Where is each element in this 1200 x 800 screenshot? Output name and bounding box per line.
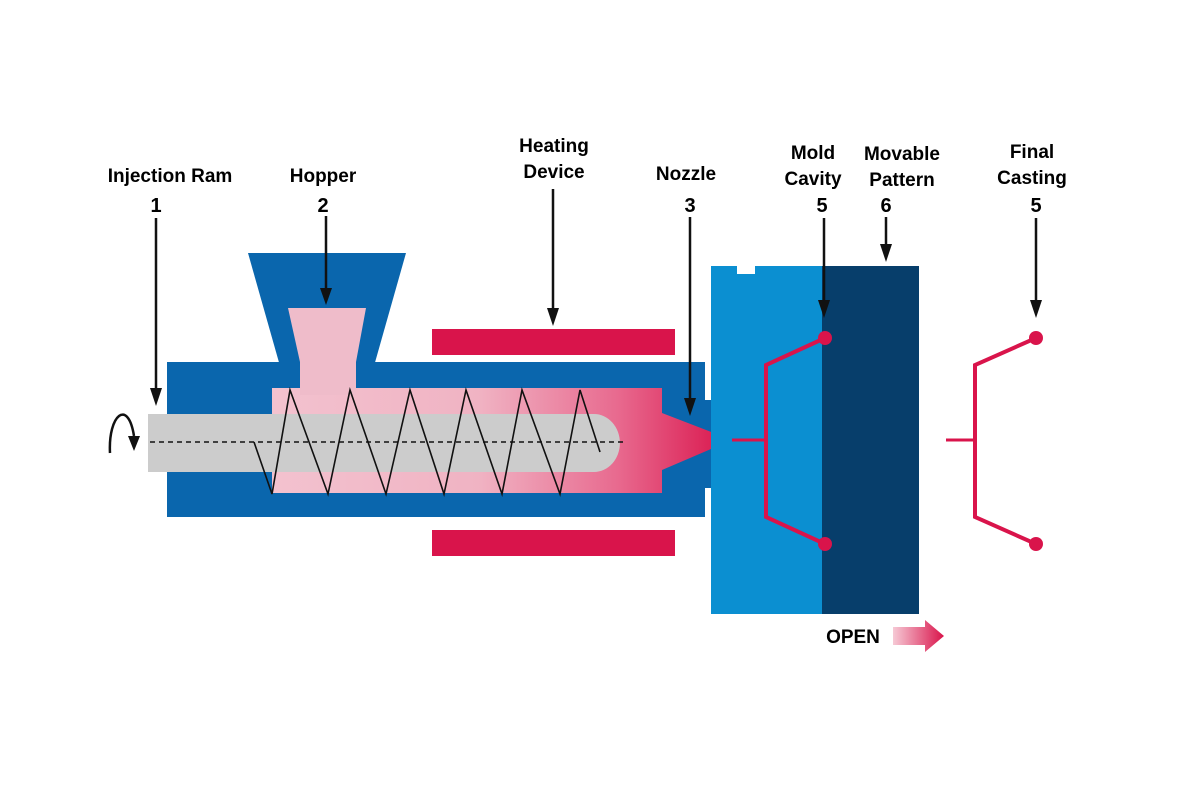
number-final-casting: 5	[1030, 195, 1041, 217]
number-hopper: 2	[317, 195, 328, 217]
number-mold-cavity: 5	[816, 195, 827, 217]
number-injection-ram: 1	[150, 195, 161, 217]
screw-flight	[253, 386, 601, 498]
pointer-arrows	[150, 189, 1042, 416]
label-mold-cavity-line2: Cavity	[784, 169, 841, 190]
label-final-line2: Casting	[997, 168, 1067, 189]
mold-fixed-half	[711, 266, 829, 614]
label-movable-line1: Movable	[864, 144, 940, 165]
label-heating-line2: Device	[523, 162, 584, 183]
label-mold-cavity-line1: Mold	[791, 143, 835, 164]
number-movable-pattern: 6	[880, 195, 891, 217]
open-label: OPEN	[826, 627, 880, 648]
heater-band-top	[432, 329, 675, 355]
open-arrow-icon	[893, 620, 944, 652]
label-final-line1: Final	[1010, 142, 1054, 163]
label-nozzle: Nozzle	[656, 164, 716, 185]
label-movable-line2: Pattern	[869, 170, 934, 191]
rotation-arrow-icon	[108, 413, 136, 454]
heater-band-bottom	[432, 530, 675, 556]
label-hopper: Hopper	[290, 166, 357, 187]
number-nozzle: 3	[684, 195, 695, 217]
pellets	[288, 308, 366, 395]
mold-movable-half	[822, 266, 919, 614]
final-casting-part	[973, 336, 1037, 546]
injection-ram-rod	[148, 414, 620, 472]
mold-cavity-part	[764, 336, 826, 546]
label-injection-ram: Injection Ram	[108, 166, 233, 187]
mold-vent-notch	[737, 266, 755, 274]
label-heating-line1: Heating	[519, 136, 589, 157]
